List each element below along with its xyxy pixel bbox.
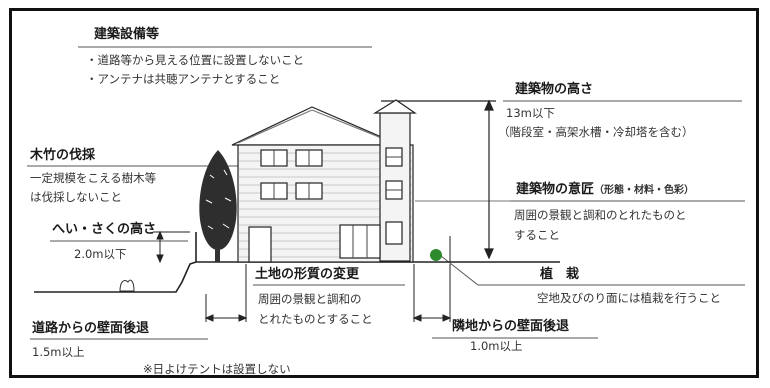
equipment-item: ・道路等から見える位置に設置しないこと: [86, 53, 305, 67]
trees-heading: 木竹の伐採: [30, 148, 96, 163]
shrub-icon: [430, 249, 442, 261]
planting-text: 空地及びのり面には植栽を行うこと: [537, 291, 721, 305]
trees-text-2: は伐採しないこと: [30, 190, 122, 204]
neighbor-setback-heading: 隣地からの壁面後退: [452, 319, 570, 334]
trees-text-1: 一定規模をこえる樹木等: [30, 171, 157, 185]
land-text-1: 周囲の景観と調和の: [258, 292, 362, 306]
design-heading: 建築物の意匠（形態・材料・色彩）: [516, 182, 695, 197]
road-setback-value: 1.5m以上: [32, 345, 85, 359]
design-text-1: 周囲の景観と調和のとれたものと: [514, 208, 687, 222]
planting-heading: 植 栽: [540, 267, 580, 282]
height-value: 13m以下: [506, 106, 555, 120]
height-heading: 建築物の高さ: [515, 82, 594, 97]
equipment-heading: 建築設備等: [94, 27, 160, 42]
land-heading: 土地の形質の変更: [255, 267, 360, 282]
road-setback-heading: 道路からの壁面後退: [32, 321, 150, 336]
equipment-item: ・アンテナは共聴アンテナとすること: [86, 72, 281, 86]
footnote: ※日よけテントは設置しない: [143, 362, 291, 376]
neighbor-setback-value: 1.0m以上: [470, 339, 523, 353]
land-text-2: とれたものとすること: [258, 312, 373, 326]
design-text-2: すること: [514, 228, 560, 242]
tree-icon: [199, 150, 237, 262]
fence-heading: へい・さくの高さ: [52, 222, 157, 237]
design-sub: （形態・材料・色彩）: [594, 185, 695, 196]
fence-value: 2.0m以下: [74, 247, 127, 261]
height-note: （階段室・高架水槽・冷却塔を含む）: [498, 125, 694, 139]
